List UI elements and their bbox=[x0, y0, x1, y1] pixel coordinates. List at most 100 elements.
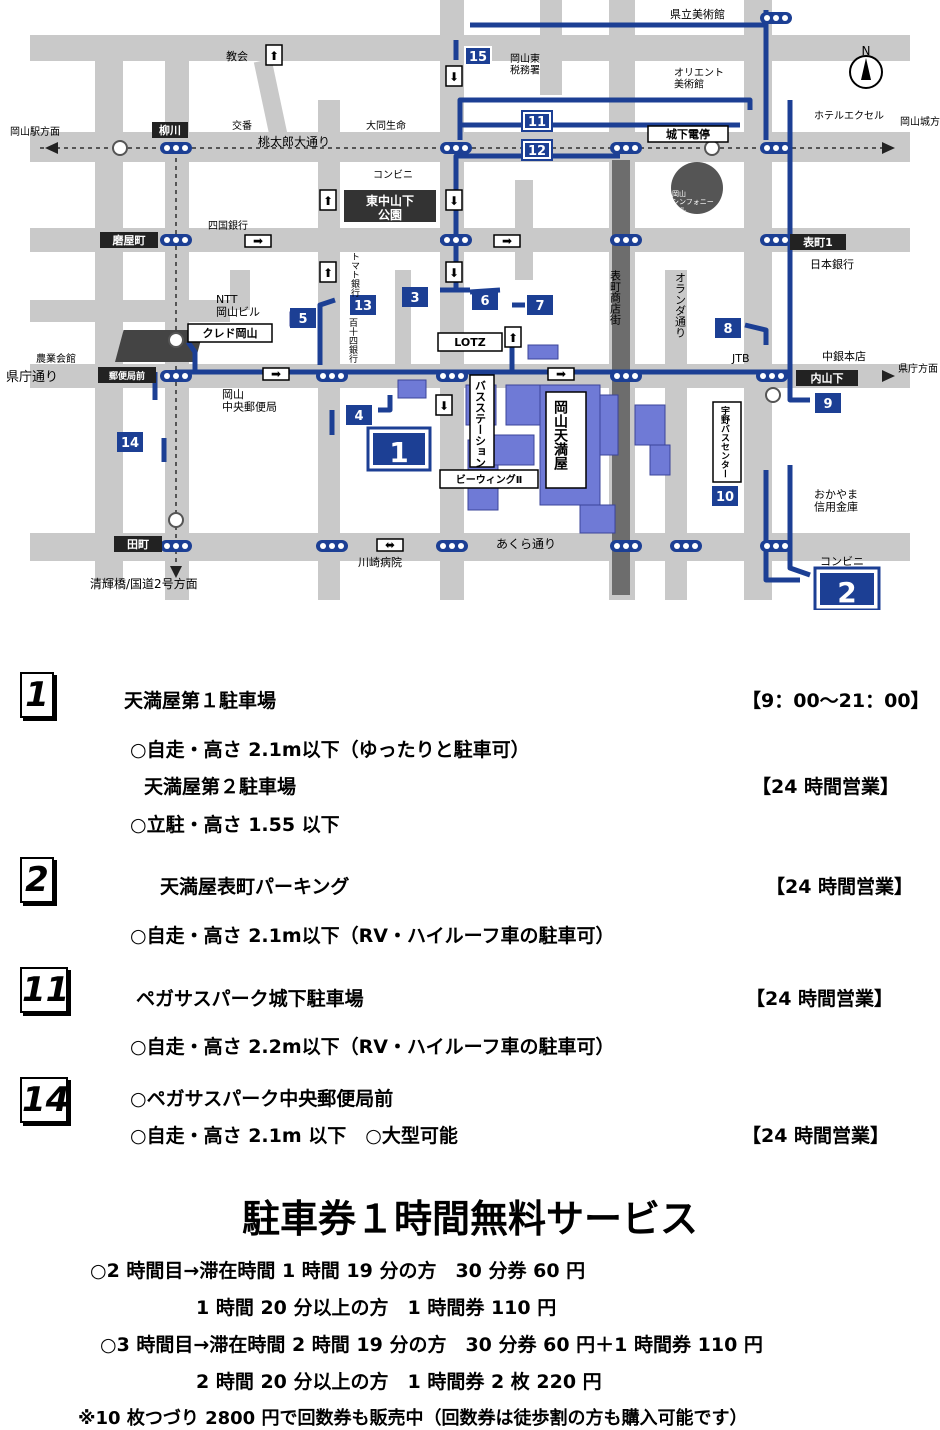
parking-marker-4: 4 bbox=[346, 405, 372, 425]
label-kencho-street: 県庁通り bbox=[6, 370, 58, 385]
svg-text:3: 3 bbox=[410, 291, 419, 306]
area-map: ⬆⬇ ⬆⬇ ⬆⬇ ⬆⬇ ➡➡ ➡➡ ⬌ 15 11 12 3 6 7 5 13 … bbox=[6, 0, 940, 610]
label-conveni-top: コンビニ bbox=[373, 169, 413, 181]
svg-text:⬌: ⬌ bbox=[385, 538, 395, 552]
label-daido-seimei: 大同生命 bbox=[366, 119, 406, 132]
label-kured-okayama: クレド岡山 bbox=[203, 326, 258, 340]
label-nippon-bank: 日本銀行 bbox=[810, 257, 854, 271]
label-momotaro-street: 桃太郎大通り bbox=[258, 134, 330, 149]
lot-number-badge: 14 bbox=[20, 1077, 69, 1123]
svg-text:➡: ➡ bbox=[271, 367, 281, 381]
parking-marker-3: 3 bbox=[402, 287, 428, 307]
svg-text:7: 7 bbox=[535, 299, 544, 314]
symphony-hall-marker bbox=[671, 162, 723, 214]
svg-text:6: 6 bbox=[480, 294, 489, 309]
label-church: 教会 bbox=[226, 50, 248, 63]
parking-marker-11: 11 bbox=[521, 110, 553, 132]
svg-text:⬆: ⬆ bbox=[269, 49, 279, 63]
label-akura-street: あくら通り bbox=[496, 537, 556, 551]
label-oranda-street: オランダ通り bbox=[674, 272, 687, 338]
label-conveni-bottom: コンビニ bbox=[820, 555, 864, 568]
lot-hours: 【24 時間営業】 bbox=[766, 876, 914, 898]
parking-marker-5: 5 bbox=[290, 308, 316, 328]
north-label: N bbox=[862, 44, 871, 58]
label-nogyo-kaikan: 農業会館 bbox=[36, 352, 76, 365]
service-line: ○2 時間目→滞在時間 1 時間 19 分の方 30 分券 60 円 bbox=[90, 1260, 586, 1282]
parking-marker-9: 9 bbox=[815, 393, 841, 413]
svg-text:9: 9 bbox=[823, 397, 832, 412]
parking-number-markers: 15 11 12 3 6 7 5 13 8 4 1 9 14 10 2 bbox=[117, 46, 881, 610]
lot-hours: 【24 時間営業】 bbox=[746, 988, 894, 1010]
svg-text:4: 4 bbox=[354, 409, 363, 424]
svg-text:14: 14 bbox=[121, 436, 139, 451]
lot-name: 天満屋第２駐車場 bbox=[144, 776, 297, 798]
parking-marker-7: 7 bbox=[527, 295, 553, 315]
service-line: 1 時間 20 分以上の方 1 時間券 110 円 bbox=[196, 1297, 557, 1319]
svg-text:11: 11 bbox=[528, 115, 546, 130]
label-okayama-shinkin: おかやま信用金庫 bbox=[814, 488, 858, 514]
lot-number-badge: 2 bbox=[20, 857, 54, 903]
label-tamachi: 田町 bbox=[127, 538, 149, 551]
label-omotecho1: 表町1 bbox=[802, 235, 833, 249]
lot-number-badge: 1 bbox=[20, 672, 54, 718]
lot-number-badge: 11 bbox=[20, 967, 69, 1013]
lot-detail: ○自走・高さ 2.1m 以下 ○大型可能 bbox=[130, 1125, 458, 1147]
parking-marker-1: 1 bbox=[366, 426, 432, 472]
service-title: 駐車券１時間無料サービス bbox=[241, 1197, 698, 1241]
parking-marker-6: 6 bbox=[472, 290, 498, 310]
label-hyakujushi-bank: 百十四銀行 bbox=[347, 318, 358, 364]
svg-text:⬆: ⬆ bbox=[323, 266, 333, 280]
label-bus-station: バスステーション bbox=[474, 380, 487, 468]
label-togiyamachi: 磨屋町 bbox=[112, 233, 146, 247]
label-kenritsu-museum: 県立美術館 bbox=[670, 7, 725, 21]
label-yanagawa: 柳川 bbox=[159, 123, 181, 137]
lot-detail: ○自走・高さ 2.1m以下（ゆったりと駐車可） bbox=[130, 739, 530, 761]
label-zeimusho: 岡山東税務署 bbox=[510, 52, 540, 77]
label-jtb: JTB bbox=[731, 352, 750, 365]
svg-text:10: 10 bbox=[716, 490, 734, 505]
svg-text:⬆: ⬆ bbox=[323, 194, 333, 208]
svg-text:⬇: ⬇ bbox=[449, 70, 459, 84]
lot-detail: ○立駐・高さ 1.55 以下 bbox=[130, 814, 340, 836]
svg-text:1: 1 bbox=[389, 436, 408, 469]
label-okayama-castle-dir: 岡山城方面 bbox=[900, 115, 940, 128]
parking-marker-12: 12 bbox=[521, 139, 553, 161]
svg-text:5: 5 bbox=[298, 312, 307, 327]
parking-marker-10: 10 bbox=[712, 486, 738, 506]
parking-marker-2: 2 bbox=[813, 566, 881, 610]
svg-text:➡: ➡ bbox=[253, 234, 263, 248]
label-higashi-nakasange-park: 東中山下公園 bbox=[366, 193, 414, 222]
service-note: ※10 枚つづり 2800 円で回数券も販売中（回数券は徒歩割の方も購入可能です… bbox=[78, 1408, 748, 1429]
label-orient-museum: オリエント美術館 bbox=[674, 67, 724, 91]
label-okayama-station-dir: 岡山駅方面 bbox=[10, 125, 60, 138]
svg-text:⬇: ⬇ bbox=[449, 266, 459, 280]
label-kawasaki-hospital: 川崎病院 bbox=[358, 555, 402, 569]
svg-text:2: 2 bbox=[837, 576, 856, 609]
label-hotel-excel: ホテルエクセル bbox=[814, 110, 884, 122]
label-tomato-bank: トマト銀行 bbox=[349, 252, 360, 298]
parking-marker-15: 15 bbox=[464, 46, 492, 66]
svg-text:⬇: ⬇ bbox=[439, 399, 449, 413]
svg-text:⬇: ⬇ bbox=[449, 194, 459, 208]
parking-marker-13: 13 bbox=[350, 295, 376, 315]
lot-hours: 【24 時間営業】 bbox=[742, 1125, 890, 1147]
label-chugin-honten: 中銀本店 bbox=[822, 349, 866, 363]
svg-text:13: 13 bbox=[354, 299, 372, 314]
label-uno-bus-center: 宇野バスセンター bbox=[719, 405, 730, 478]
label-shikoku-bank: 四国銀行 bbox=[208, 219, 248, 232]
parking-marker-14: 14 bbox=[117, 432, 143, 452]
svg-text:12: 12 bbox=[528, 144, 546, 159]
label-kencho-dir: 県庁方面 bbox=[898, 362, 938, 375]
service-line: ○3 時間目→滞在時間 2 時間 19 分の方 30 分券 60 円＋1 時間券… bbox=[100, 1334, 763, 1356]
lot-hours: 【9：00～21：00】 bbox=[742, 690, 930, 712]
svg-text:8: 8 bbox=[723, 322, 732, 337]
one-way-signs bbox=[244, 44, 575, 552]
svg-text:➡: ➡ bbox=[502, 234, 512, 248]
label-joka-stop: 城下電停 bbox=[666, 127, 710, 141]
label-symphony-hall: 岡山シンフォニービル bbox=[672, 189, 714, 214]
svg-text:⬆: ⬆ bbox=[508, 331, 518, 345]
service-line: 2 時間 20 分以上の方 1 時間券 2 枚 220 円 bbox=[196, 1371, 602, 1393]
lot-detail: ○自走・高さ 2.1m以下（RV・ハイルーフ車の駐車可） bbox=[130, 925, 615, 947]
label-tenmaya: 岡山天満屋 bbox=[552, 400, 568, 471]
